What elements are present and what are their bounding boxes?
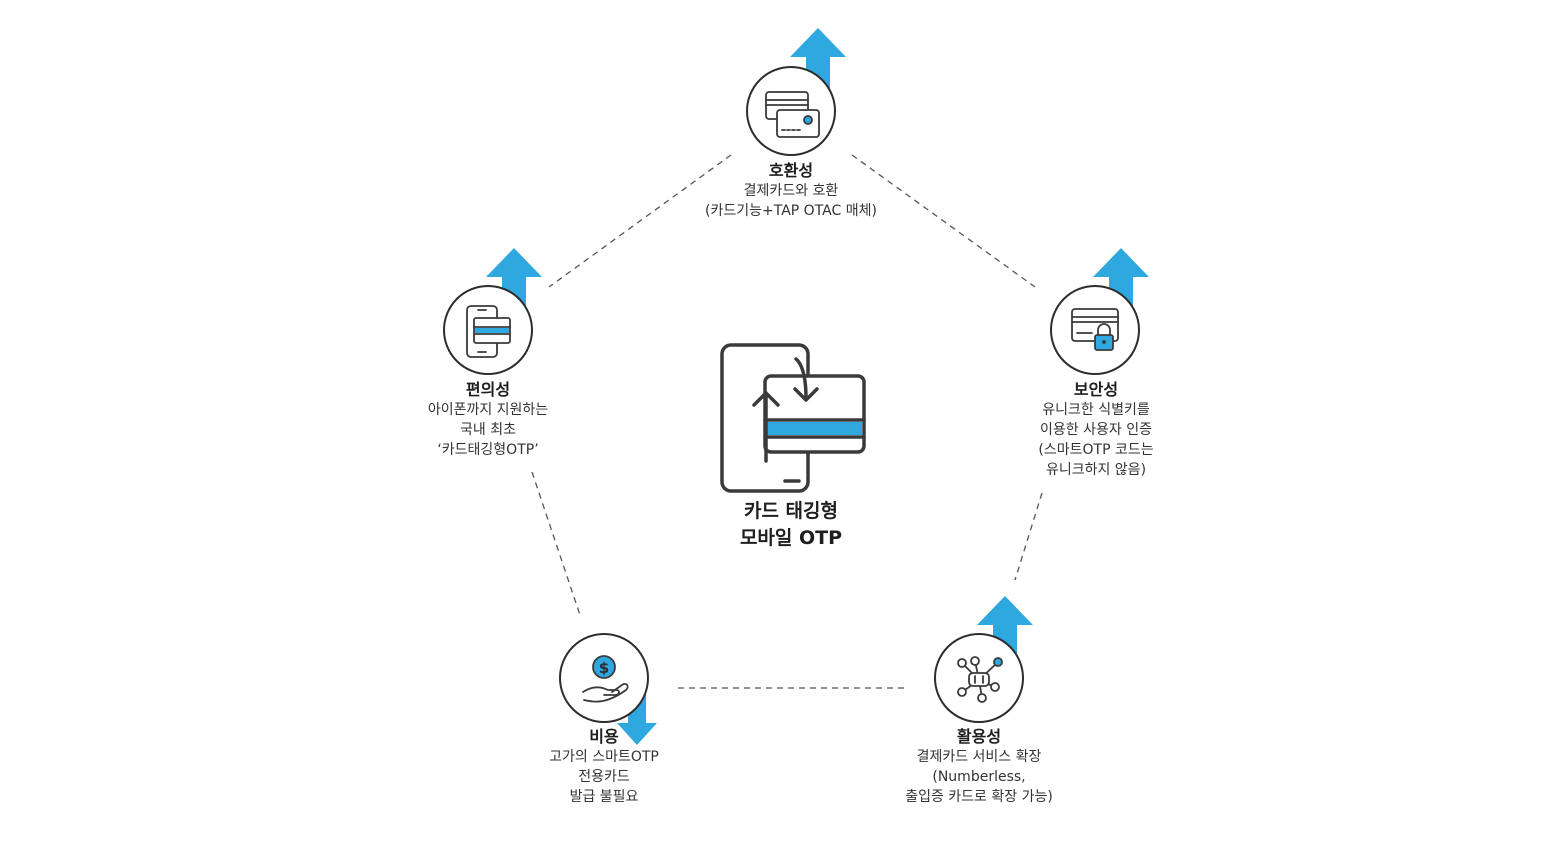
card-lock-icon — [1071, 308, 1119, 351]
dollar-glyph: $ — [599, 659, 609, 677]
node-title: 편의성 — [465, 380, 511, 399]
dollar-hand-icon: $ — [582, 655, 629, 703]
node-desc-line: 국내 최초 — [460, 422, 516, 438]
node-title: 호환성 — [768, 161, 814, 180]
node-convenience: 편의성 아이폰까지 지원하는 국내 최초 ‘카드태깅형OTP’ — [428, 379, 548, 460]
node-desc-line: 유니크하지 않음) — [1045, 462, 1147, 478]
node-desc-line: 아이폰까지 지원하는 — [427, 402, 549, 418]
center-label: 카드 태깅형 모바일 OTP — [740, 498, 842, 552]
node-desc-line: (스마트OTP 코드는 — [1038, 442, 1154, 458]
node-desc-line: (Numberless, — [932, 769, 1026, 785]
trend-arrows — [486, 28, 1149, 745]
center-title-line1: 카드 태깅형 — [743, 500, 838, 522]
center-title-line2: 모바일 OTP — [739, 527, 843, 549]
node-circles: $ — [443, 66, 1140, 723]
node-desc-line: ‘카드태깅형OTP’ — [437, 442, 539, 458]
node-desc-line: (카드기능+TAP OTAC 매체) — [705, 203, 877, 219]
connector-line — [851, 154, 1036, 288]
trend-up-arrow — [486, 248, 542, 318]
node-desc-line: 결제카드와 호환 — [743, 183, 839, 199]
node-desc-line: 고가의 스마트OTP — [549, 749, 659, 765]
node-title: 비용 — [589, 727, 619, 746]
network-hub-icon — [957, 656, 1003, 703]
trend-up-arrow — [1093, 248, 1149, 318]
trend-up-arrow — [790, 28, 846, 98]
phone-card-icon — [466, 305, 511, 358]
trend-down-arrow — [617, 685, 657, 745]
node-desc-line: 출입증 카드로 확장 가능) — [905, 789, 1053, 805]
node-desc-line: 결제카드 서비스 확장 — [916, 749, 1042, 765]
node-desc-line: 이용한 사용자 인증 — [1040, 422, 1152, 438]
node-compatibility: 호환성 결제카드와 호환 (카드기능+TAP OTAC 매체) — [705, 160, 877, 221]
trend-up-arrow — [977, 596, 1033, 666]
node-desc-line: 발급 불필요 — [569, 789, 639, 805]
node-usability: 활용성 결제카드 서비스 확장 (Numberless, 출입증 카드로 확장 … — [905, 726, 1053, 807]
connector-line — [531, 471, 581, 616]
node-desc-line: 전용카드 — [578, 769, 630, 785]
dashed-connectors — [531, 154, 1043, 689]
node-title: 활용성 — [956, 727, 1002, 746]
connector-line — [1014, 492, 1043, 581]
phone-card-tag-icon — [720, 343, 866, 493]
credit-cards-icon — [765, 91, 820, 138]
connector-line — [548, 154, 732, 288]
node-desc-line: 유니크한 식별키를 — [1042, 402, 1150, 418]
node-cost: 비용 고가의 스마트OTP 전용카드 발급 불필요 — [549, 726, 659, 807]
node-title: 보안성 — [1073, 380, 1119, 399]
node-security: 보안성 유니크한 식별키를 이용한 사용자 인증 (스마트OTP 코드는 유니크… — [1038, 379, 1153, 480]
